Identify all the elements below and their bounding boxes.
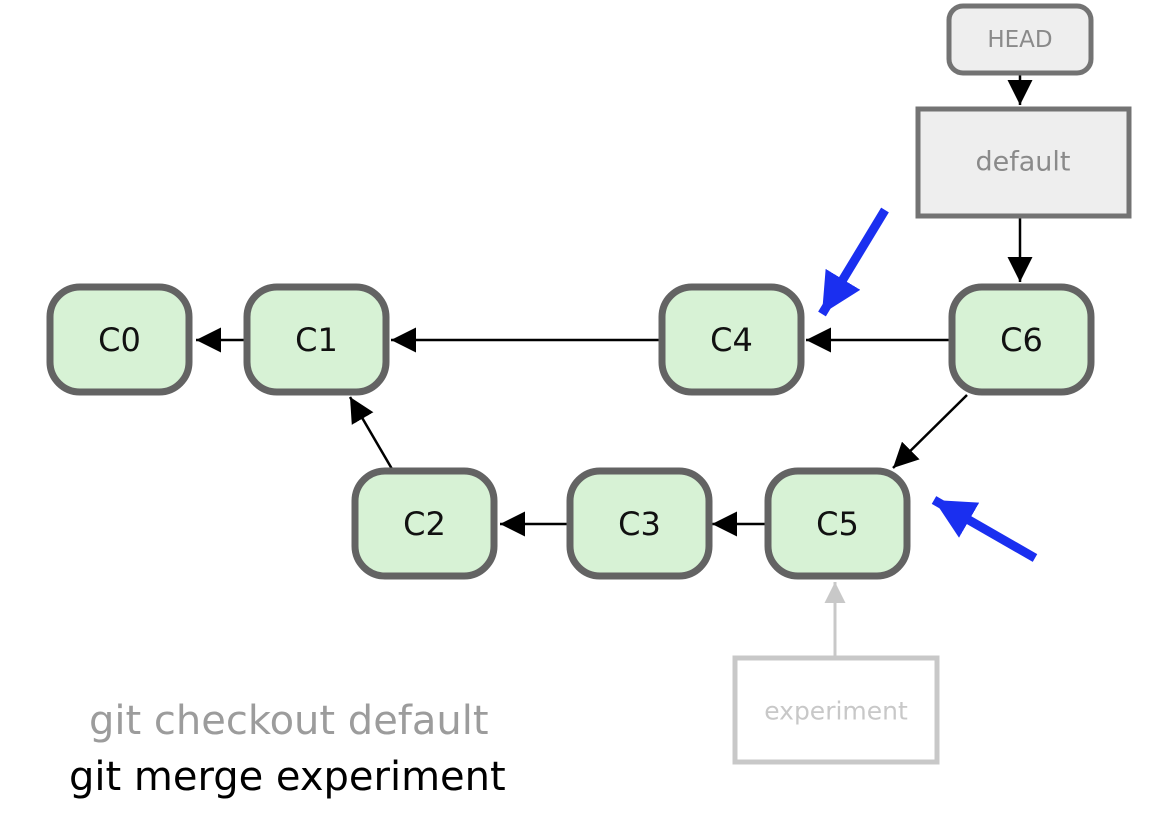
experiment-branch-label: experiment — [764, 697, 908, 726]
default-branch-label: default — [975, 147, 1070, 178]
commit-c3: C3 — [566, 467, 713, 580]
commit-c2: C2 — [351, 467, 498, 580]
commit-label: C3 — [618, 505, 661, 543]
commit-label: C6 — [1000, 321, 1043, 359]
commit-label: C4 — [710, 321, 753, 359]
commit-label: C2 — [403, 505, 446, 543]
command-merge: git merge experiment — [69, 754, 506, 800]
commit-c1: C1 — [243, 283, 390, 396]
default-branch-ref: default — [915, 106, 1132, 219]
commit-label: C1 — [295, 321, 338, 359]
edge-c2-c1 — [348, 396, 394, 470]
highlight-arrow-c5 — [931, 496, 1038, 562]
commit-label: C0 — [98, 321, 141, 359]
head-label: HEAD — [987, 27, 1052, 53]
head-ref: HEAD — [946, 3, 1094, 76]
highlight-arrow-c4 — [818, 207, 889, 317]
edge-c6-c5 — [892, 394, 968, 469]
command-checkout: git checkout default — [89, 698, 489, 744]
commit-label: C5 — [816, 505, 859, 543]
experiment-branch-ref: experiment — [732, 655, 940, 765]
commit-c6: C6 — [948, 283, 1095, 396]
commit-c5: C5 — [764, 467, 911, 580]
commit-c0: C0 — [46, 283, 193, 396]
commit-c4: C4 — [658, 283, 805, 396]
